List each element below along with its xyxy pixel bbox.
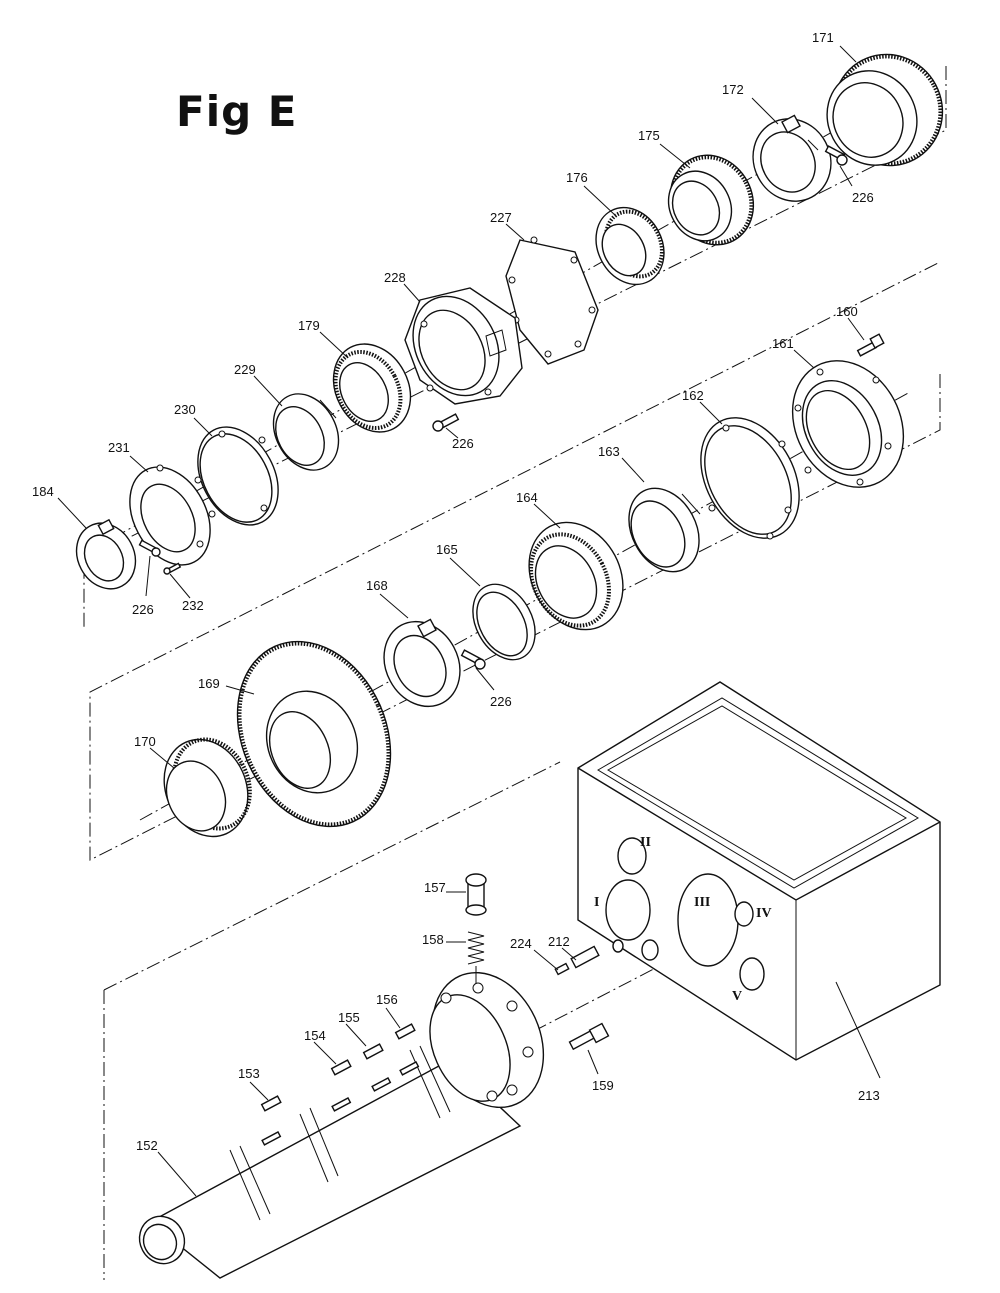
spindle-152: [138, 971, 545, 1279]
callout-154: 154: [304, 1028, 326, 1043]
collar-229: [272, 393, 340, 471]
callout-162: 162: [682, 388, 704, 403]
callout-164: 164: [516, 490, 538, 505]
gear-ring-171: [826, 53, 944, 167]
gasket-ring-230: [197, 426, 279, 526]
screw-226-near-228: [432, 413, 460, 432]
callout-155: 155: [338, 1010, 360, 1025]
callout-170: 170: [134, 734, 156, 749]
callout-227: 227: [490, 210, 512, 225]
callout-163: 163: [598, 444, 620, 459]
keys-153-156: [260, 1023, 416, 1112]
screw-226-top: [824, 145, 848, 166]
bearing-179: [332, 343, 412, 433]
callout-226-top: 226: [852, 190, 874, 205]
callout-212: 212: [548, 934, 570, 949]
gear-175: [667, 154, 755, 246]
bore-mark-I: I: [594, 895, 599, 910]
bore-mark-III: III: [694, 895, 710, 910]
figure-title: Fig E: [176, 87, 297, 136]
screw-232: [163, 562, 182, 575]
callout-224: 224: [510, 936, 532, 951]
gear-170: [163, 737, 252, 838]
callout-165: 165: [436, 542, 458, 557]
large-gear-169: [236, 640, 392, 828]
flange-161: [791, 360, 905, 488]
callout-231: 231: [108, 440, 130, 455]
callout-159: 159: [592, 1078, 614, 1093]
callout-152: 152: [136, 1138, 158, 1153]
clamp-nut-172: [752, 114, 832, 202]
plunger-157: [465, 873, 487, 916]
callout-171: 171: [812, 30, 834, 45]
frame-lines: [83, 66, 947, 1280]
callout-168: 168: [366, 578, 388, 593]
headstock-housing-213: II I III IV V: [577, 681, 941, 1061]
ring-165: [472, 583, 536, 661]
screw-226-left: [138, 539, 161, 557]
callout-153: 153: [238, 1066, 260, 1081]
leader-lines: [57, 45, 881, 1197]
bore-mark-IV: IV: [756, 906, 772, 921]
clamp-nut-168: [383, 618, 461, 708]
bearing-176: [595, 206, 665, 286]
callout-184: 184: [32, 484, 54, 499]
callout-228: 228: [384, 270, 406, 285]
screw-226-mid: [460, 649, 486, 670]
callout-172: 172: [722, 82, 744, 97]
callout-156: 156: [376, 992, 398, 1007]
callout-179: 179: [298, 318, 320, 333]
callout-230: 230: [174, 402, 196, 417]
callout-226-left: 226: [132, 602, 154, 617]
bearing-164: [528, 521, 624, 631]
callout-229: 229: [234, 362, 256, 377]
callout-232: 232: [182, 598, 204, 613]
bore-mark-V: V: [732, 989, 742, 1004]
callout-213: 213: [858, 1088, 880, 1103]
gasket-ring-162: [700, 417, 800, 540]
plug-212: [570, 945, 600, 969]
screw-160: [856, 333, 885, 357]
callout-226-mid: 226: [490, 694, 512, 709]
callout-157: 157: [424, 880, 446, 895]
callout-176: 176: [566, 170, 588, 185]
bore-mark-II: II: [640, 835, 651, 850]
spring-158: [467, 931, 485, 984]
clamp-nut-184: [75, 518, 137, 590]
collar-163: [628, 487, 701, 573]
callout-160: 160: [836, 304, 858, 319]
gasket-227: [505, 236, 599, 365]
flange-ring-231: [129, 464, 211, 566]
callout-labels: 171 172 175 226 176 227 228 179 229 230 …: [32, 30, 880, 1153]
callout-161: 161: [772, 336, 794, 351]
flange-housing-228: [404, 287, 523, 405]
callout-175: 175: [638, 128, 660, 143]
callout-226-mid-top: 226: [452, 436, 474, 451]
bolt-159: [568, 1022, 610, 1051]
callout-158: 158: [422, 932, 444, 947]
callout-169: 169: [198, 676, 220, 691]
set-screw-224: [554, 962, 570, 976]
